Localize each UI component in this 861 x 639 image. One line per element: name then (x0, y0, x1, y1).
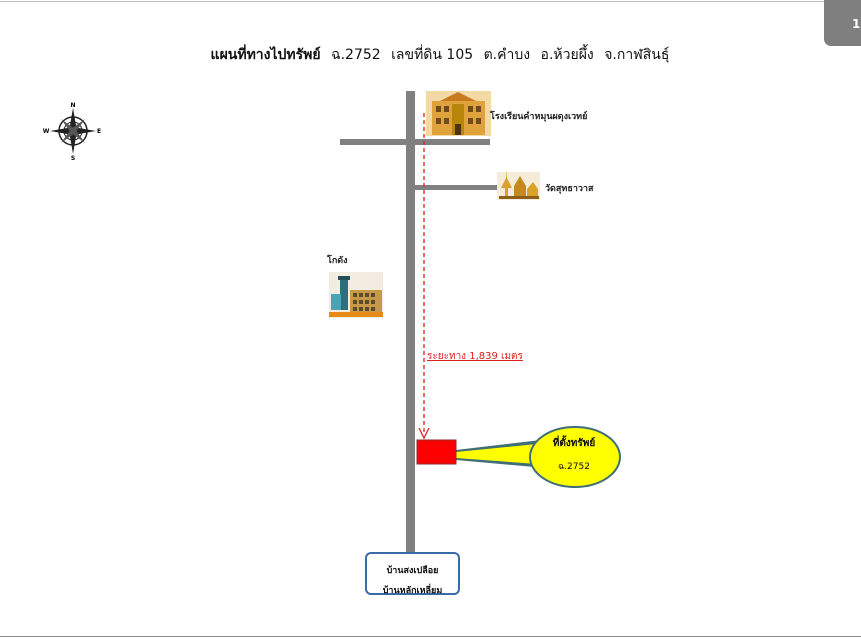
compass-east-label: E (97, 128, 101, 135)
route-line (418, 113, 430, 440)
side-road-school (340, 139, 490, 145)
compass-south-label: S (71, 155, 75, 162)
map-title-deed: ฉ.2752 (331, 47, 381, 63)
main-road (406, 91, 415, 559)
start-point-box: บ้านสงเปลือย บ้านหลักเหลี่ยม (365, 552, 460, 596)
temple-icon (497, 170, 540, 200)
map-title-district: อ.ห้วยผึ้ง (540, 47, 594, 63)
page-bottom-border (0, 636, 861, 637)
map-title: แผนที่ทางไปทรัพย์ ฉ.2752 เลขที่ดิน 105 ต… (0, 44, 861, 66)
compass-west-label: W (43, 128, 50, 135)
page-number: 1 (852, 17, 861, 31)
page-number-tab[interactable]: 1 (824, 0, 861, 46)
school-label: โรงเรียนคำหมุนผดุงเวทย์ (490, 112, 588, 122)
property-callout-text: ที่ตั้งทรัพย์ ฉ.2752 (528, 436, 620, 473)
temple-label: วัดสุทธาวาส (545, 184, 594, 194)
start-point-line-1: บ้านสงเปลือย (386, 566, 439, 576)
start-point-line-2: บ้านหลักเหลี่ยม (382, 586, 443, 596)
property-callout-title: ที่ตั้งทรัพย์ (552, 438, 596, 449)
map-title-bold: แผนที่ทางไปทรัพย์ (210, 47, 321, 63)
route-distance-label: ระยะทาง 1,839 เมตร (427, 351, 523, 362)
map-title-land-no: เลขที่ดิน 105 (391, 47, 474, 63)
factory-warehouse-icon (329, 272, 383, 318)
property-marker[interactable] (416, 439, 457, 465)
map-title-province: จ.กาฬสินธุ์ (604, 47, 670, 63)
property-callout (529, 426, 621, 488)
warehouse-label: โกดัง (327, 256, 348, 266)
school-building-icon (426, 91, 491, 136)
map-title-subdistrict: ต.คำบง (483, 47, 531, 63)
compass-rose-icon: N S E W (43, 102, 101, 162)
compass-north-label: N (70, 102, 75, 109)
side-road-temple (415, 185, 497, 190)
property-callout-deed: ฉ.2752 (558, 462, 590, 472)
page-top-border (0, 1, 861, 2)
